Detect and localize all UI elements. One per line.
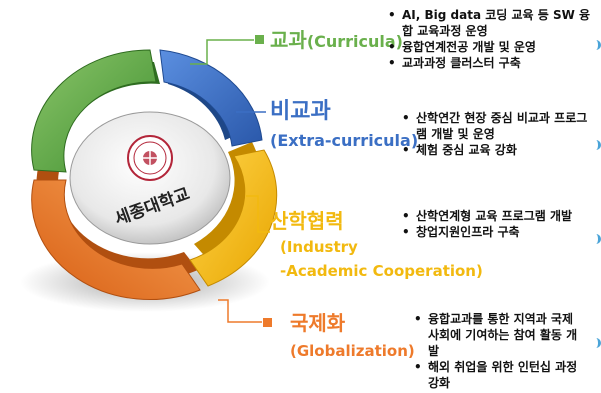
curricula-marker: [255, 35, 264, 44]
industry-title-en-1: (Industry: [280, 238, 358, 256]
svg-text:교과(Curricula): 교과(Curricula): [270, 28, 403, 52]
globalization-marker: [263, 318, 272, 327]
curricula-bullets: AI, Big data 코딩 교육 등 SW 융합 교육과정 운영 융합연계전…: [386, 7, 598, 71]
extra-bullets: 산학연간 현장 중심 비교과 프로그램 개발 및 운영 체험 중심 교육 강화: [400, 110, 590, 158]
section-curricula: 교과(Curricula): [255, 28, 403, 52]
university-seal-icon: [127, 135, 173, 181]
industry-title-ko: 산학협력: [270, 209, 344, 233]
list-item: 체험 중심 교육 강화: [400, 142, 590, 158]
list-item: 교과과정 클러스터 구축: [386, 55, 598, 71]
industry-bullets: 산학연계형 교육 프로그램 개발 창업지원인프라 구축: [400, 208, 590, 240]
global-title-ko: 국제화: [290, 311, 346, 335]
list-item: 산학연계형 교육 프로그램 개발: [400, 208, 590, 224]
ring-segment-industry: [189, 149, 278, 287]
list-item: AI, Big data 코딩 교육 등 SW 융합 교육과정 운영: [386, 7, 598, 39]
list-item: 창업지원인프라 구축: [400, 224, 590, 240]
extra-title-ko: 비교과: [270, 99, 331, 124]
bracket-accent: [592, 338, 601, 348]
list-item: 산학연간 현장 중심 비교과 프로그램 개발 및 운영: [400, 110, 590, 142]
bracket-accent: [592, 234, 601, 244]
connector-lines: [190, 39, 270, 323]
list-item: 융합연계전공 개발 및 운영: [386, 39, 598, 55]
list-item: 해외 취업을 위한 인턴십 과정 강화: [412, 359, 582, 391]
ring-segment-extra-curricula: [159, 49, 263, 147]
industry-title-en-2: -Academic Cooperation): [280, 262, 483, 280]
section-extra-curricula: 비교과 (Extra-curricula): [270, 99, 418, 150]
section-globalization: 국제화 (Globalization): [263, 311, 415, 360]
section-industry: 산학협력 (Industry -Academic Cooperation): [270, 209, 483, 280]
ring-segment-globalization: [31, 179, 201, 301]
ring-segment-curricula: [31, 49, 157, 173]
global-title-en: (Globalization): [290, 342, 415, 360]
curricula-title-ko: 교과: [270, 28, 307, 52]
extra-title-en: (Extra-curricula): [270, 131, 418, 150]
list-item: 융합교과를 통한 지역과 국제사회에 기여하는 참여 활동 개발: [412, 311, 582, 359]
globalization-bullets: 융합교과를 통한 지역과 국제사회에 기여하는 참여 활동 개발 해외 취업을 …: [412, 311, 582, 391]
bracket-accent: [592, 140, 601, 150]
bracket-accent: [592, 40, 601, 50]
curricula-title-en: (Curricula): [307, 32, 403, 51]
